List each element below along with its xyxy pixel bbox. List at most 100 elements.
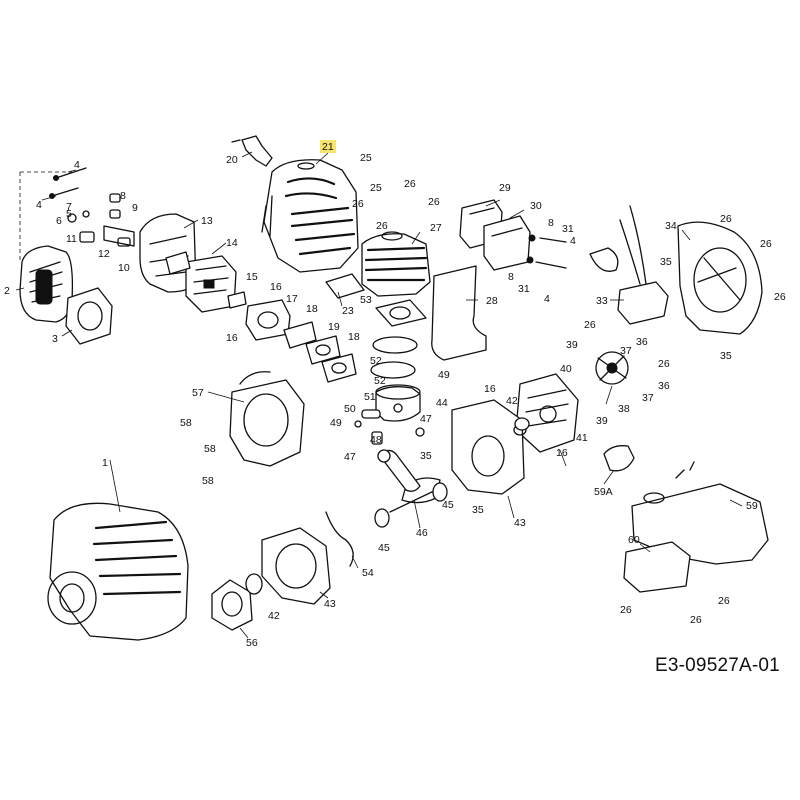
label-56: 56 (246, 637, 258, 649)
label-12: 12 (98, 248, 110, 260)
label-7: 7 (66, 201, 72, 213)
air-filter-element (65, 287, 113, 345)
label-10: 10 (118, 262, 130, 274)
label-48: 48 (370, 434, 382, 446)
ignition-coil (589, 205, 669, 325)
label-2: 2 (4, 285, 10, 297)
label-59a: 59A (594, 486, 613, 498)
wire-harness (325, 511, 354, 567)
label-53: 53 (360, 294, 372, 306)
label-36b: 36 (658, 380, 670, 392)
label-40: 40 (560, 363, 572, 375)
label-14: 14 (226, 237, 238, 249)
label-52b: 52 (374, 375, 386, 387)
spark-plug (231, 135, 273, 167)
label-34: 34 (665, 220, 677, 232)
label-35c: 35 (420, 450, 432, 462)
label-58c: 58 (202, 475, 214, 487)
label-50: 50 (344, 403, 356, 415)
air-filter-cover (19, 245, 74, 323)
label-46: 46 (416, 527, 428, 539)
label-41: 41 (576, 432, 588, 444)
label-4c: 4 (570, 235, 576, 247)
label-16c: 16 (484, 383, 496, 395)
label-26l: 26 (690, 614, 702, 626)
label-26e: 26 (720, 213, 732, 225)
label-26j: 26 (620, 604, 632, 616)
label-25a: 25 (360, 152, 372, 164)
label-28: 28 (486, 295, 498, 307)
label-19: 19 (328, 321, 340, 333)
label-47b: 47 (344, 451, 356, 463)
fuel-cap (603, 445, 635, 472)
label-26a: 26 (352, 198, 364, 210)
label-16a: 16 (270, 281, 282, 293)
cylinder (361, 231, 431, 297)
label-8a: 8 (120, 190, 126, 202)
label-54: 54 (362, 567, 374, 579)
label-26d: 26 (376, 220, 388, 232)
label-35d: 35 (472, 504, 484, 516)
label-26f: 26 (760, 238, 772, 250)
muffler (459, 199, 531, 271)
label-43a: 43 (514, 517, 526, 529)
diagram-reference-code: E3-09527A-01 (655, 655, 780, 676)
flywheel (595, 351, 629, 385)
label-26c: 26 (428, 196, 440, 208)
label-8c: 8 (508, 271, 514, 283)
label-26k: 26 (718, 595, 730, 607)
clutch-cover (211, 573, 263, 631)
crankcase-left (451, 399, 527, 495)
label-38: 38 (618, 403, 630, 415)
base-gasket (375, 299, 427, 327)
label-39b: 39 (596, 415, 608, 427)
piston (375, 384, 421, 422)
label-57: 57 (192, 387, 204, 399)
label-16d: 16 (556, 447, 568, 459)
label-44: 44 (436, 397, 448, 409)
label-1: 1 (102, 457, 108, 469)
label-45b: 45 (378, 542, 390, 554)
bearings (374, 417, 530, 528)
label-42a: 42 (506, 395, 518, 407)
label-15: 15 (246, 271, 258, 283)
label-16b: 16 (226, 332, 238, 344)
label-27: 27 (430, 222, 442, 234)
label-43b: 43 (324, 598, 336, 610)
intake-manifold (245, 299, 291, 341)
label-42b: 42 (268, 610, 280, 622)
label-21: 21 (322, 141, 334, 153)
piston-pin-and-clips (354, 409, 425, 445)
assembled-engine (47, 502, 189, 641)
label-18b: 18 (348, 331, 360, 343)
label-45a: 45 (442, 499, 454, 511)
label-23: 23 (342, 305, 354, 317)
label-8b: 8 (548, 217, 554, 229)
label-37a: 37 (620, 345, 632, 357)
part-labels: 1 2 3 4 4 4 4 5 6 7 8 8 8 9 10 11 12 13 … (4, 141, 786, 649)
label-31a: 31 (562, 223, 574, 235)
label-26h: 26 (584, 319, 596, 331)
label-39a: 39 (566, 339, 578, 351)
label-35a: 35 (660, 256, 672, 268)
label-36a: 36 (636, 336, 648, 348)
label-60: 60 (628, 534, 640, 546)
label-3: 3 (52, 333, 58, 345)
label-6: 6 (56, 215, 62, 227)
label-4d: 4 (544, 293, 550, 305)
label-59: 59 (746, 500, 758, 512)
label-58b: 58 (204, 443, 216, 455)
leader-lines (15, 151, 743, 639)
label-26i: 26 (658, 358, 670, 370)
carburetor-gasket (165, 251, 191, 275)
bolts-and-spacers (49, 167, 135, 247)
clutch-housing (261, 527, 331, 605)
piston-rings (370, 336, 418, 379)
label-31b: 31 (518, 283, 530, 295)
label-18a: 18 (306, 303, 318, 315)
label-26b: 26 (404, 178, 416, 190)
label-52a: 52 (370, 355, 382, 367)
label-35b: 35 (720, 350, 732, 362)
label-49b: 49 (330, 417, 342, 429)
